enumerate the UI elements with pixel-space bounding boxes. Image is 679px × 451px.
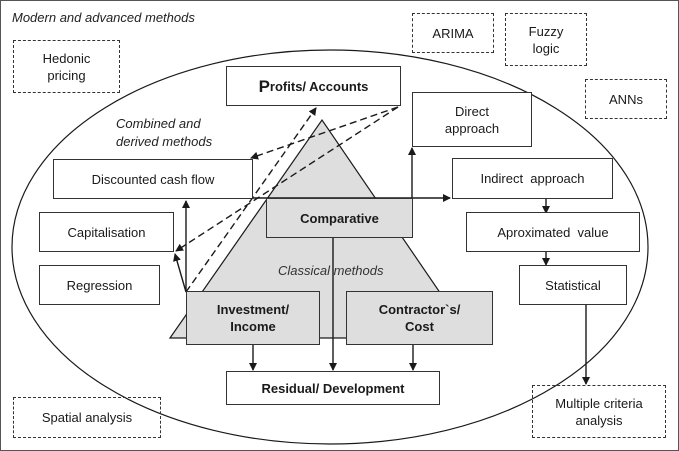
statistical-label: Statistical — [545, 277, 601, 293]
dashed-arrow-to-profits — [185, 107, 317, 293]
fuzzy-logic-box: Fuzzy logic — [505, 13, 587, 66]
combined-methods-label-line1: Combined and — [116, 116, 201, 131]
approximated-value-box: Aproximated value — [466, 212, 640, 252]
residual-label: Residual/ Development — [261, 380, 405, 396]
direct-approach-box: Direct approach — [412, 92, 532, 147]
fuzzy-line1: Fuzzy — [528, 23, 564, 39]
dcf-label: Discounted cash flow — [91, 171, 215, 187]
hedonic-pricing-box: Hedonic pricing — [13, 40, 120, 93]
multiple-criteria-box: Multiple criteria analysis — [532, 385, 666, 438]
fuzzy-line2: logic — [532, 40, 560, 56]
contractors-cost-box: Contractor`s/ Cost — [346, 291, 493, 345]
arima-box: ARIMA — [412, 13, 494, 53]
arrow-to-capitalisation — [173, 253, 187, 293]
statistical-box: Statistical — [519, 265, 627, 305]
mca-line2: analysis — [575, 412, 623, 428]
regression-label: Regression — [66, 277, 133, 293]
indirect-approach-box: Indirect approach — [452, 158, 613, 199]
anns-label: ANNs — [609, 91, 643, 107]
capitalisation-label: Capitalisation — [67, 224, 146, 240]
arima-label: ARIMA — [432, 25, 474, 41]
contractor-line1: Contractor`s/ — [378, 302, 461, 317]
comparative-box: Comparative — [266, 198, 413, 238]
classical-methods-label: Classical methods — [278, 263, 384, 278]
capitalisation-box: Capitalisation — [39, 212, 174, 252]
comparative-label: Comparative — [300, 210, 379, 226]
regression-box: Regression — [39, 265, 160, 305]
residual-development-box: Residual/ Development — [226, 371, 440, 405]
profits-initial: P — [258, 76, 270, 96]
mca-line1: Multiple criteria — [555, 395, 643, 411]
modern-methods-label: Modern and advanced methods — [12, 10, 195, 25]
spatial-label: Spatial analysis — [41, 410, 133, 425]
profits-rest: rofits/ Accounts — [269, 78, 369, 94]
hedonic-line2: pricing — [47, 67, 86, 83]
investment-income-box: Investment/ Income — [186, 291, 320, 345]
combined-methods-ellipse — [11, 49, 649, 445]
contractor-line2: Cost — [405, 319, 434, 334]
hedonic-line1: Hedonic — [42, 50, 91, 66]
discounted-cash-flow-box: Discounted cash flow — [53, 159, 253, 199]
direct-line1: Direct — [455, 103, 489, 119]
spatial-analysis-box: Spatial analysis — [13, 397, 161, 438]
investment-line1: Investment/ — [216, 302, 290, 317]
indirect-label: Indirect approach — [480, 171, 585, 186]
investment-line2: Income — [230, 319, 276, 334]
approx-label: Aproximated value — [497, 224, 609, 240]
anns-box: ANNs — [585, 79, 667, 119]
dashed-arrow-profits-to-capitalisation — [175, 106, 399, 252]
dashed-arrow-profits-to-dcf — [250, 106, 399, 160]
direct-line2: approach — [444, 120, 500, 136]
combined-methods-label-line2: derived methods — [116, 134, 213, 149]
